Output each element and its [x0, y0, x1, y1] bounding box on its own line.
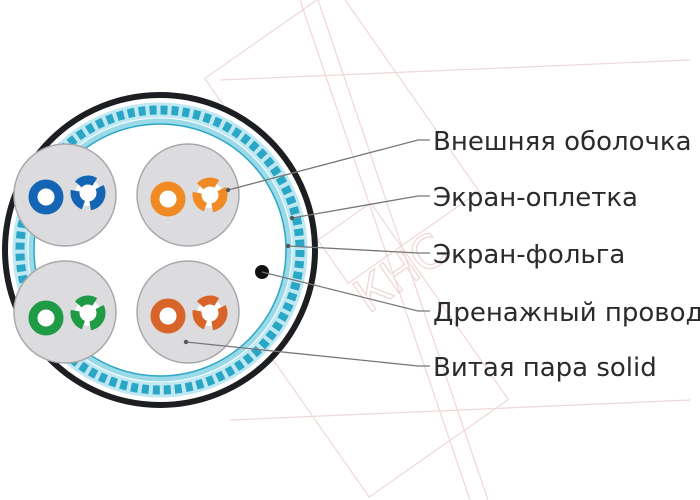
braid-shield-pattern: [15, 105, 305, 395]
leader-line-outer-jacket: [227, 139, 430, 191]
leader-line-pair: [185, 341, 430, 367]
leader-line-braid: [291, 195, 430, 219]
leader-lines: [185, 139, 430, 367]
leader-dot-pair: [183, 339, 189, 345]
pair-core: [136, 260, 240, 364]
wire-striped-orange: [192, 177, 228, 213]
pair-core: [136, 143, 240, 247]
wire-solid-brown: [150, 298, 186, 334]
wire-striped-green: [70, 295, 106, 331]
label-outer-jacket: Внешняя оболочка: [433, 127, 692, 157]
pair-core: [13, 260, 117, 364]
label-twisted-pair: Витая пара solid: [433, 353, 657, 383]
label-foil-shield: Экран-фольга: [433, 240, 625, 270]
foil-inner-edge: [33, 123, 287, 377]
wire-striped-brown: [192, 295, 228, 331]
leader-line-drain: [261, 271, 430, 312]
wire-solid-blue: [28, 179, 64, 215]
label-braid-shield: Экран-оплетка: [433, 183, 638, 213]
twisted-pair-orange: [136, 143, 240, 247]
wire-solid-orange: [150, 181, 186, 217]
pair-core: [13, 143, 117, 247]
leader-dot-outer-jacket: [225, 187, 231, 193]
twisted-pair-green: [13, 260, 117, 364]
label-drain-wire: Дренажный провод: [433, 298, 700, 328]
wire-solid-green: [28, 300, 64, 336]
twisted-pair-blue: [13, 143, 117, 247]
leader-dot-foil: [285, 243, 291, 249]
leader-dot-braid: [289, 215, 295, 221]
wire-striped-blue: [70, 175, 106, 211]
twisted-pair-brown: [136, 260, 240, 364]
leader-line-foil: [287, 245, 430, 254]
